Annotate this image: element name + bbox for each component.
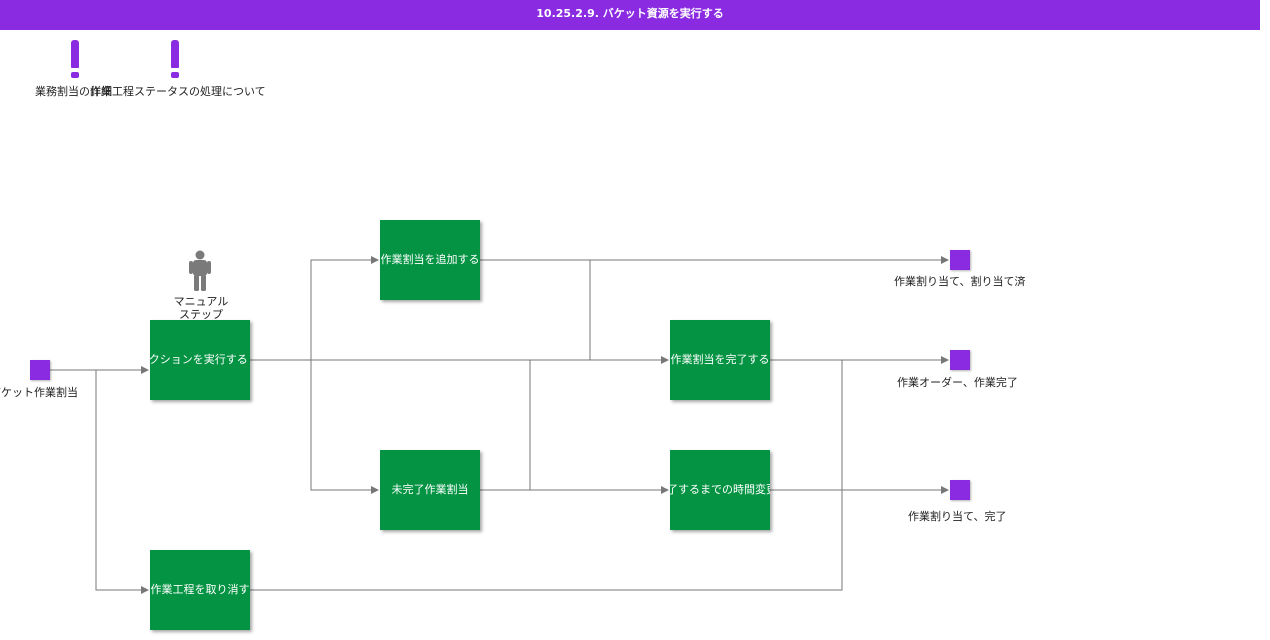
note-label-status-processing: 作業工程ステータスの処理について <box>90 85 266 98</box>
end-event-label: 作業オーダー、作業完了 <box>897 376 1018 389</box>
note-label-assignment-details: 業務割当の詳細 <box>35 85 112 98</box>
end-event-label: 作業割り当て、完了 <box>908 510 1007 523</box>
connector <box>529 360 669 494</box>
start-event[interactable] <box>30 360 50 380</box>
manual-step-label: マニュアル ステップ <box>173 295 229 321</box>
connector <box>250 360 843 591</box>
exclamation-icon[interactable] <box>168 40 182 80</box>
connector <box>95 370 149 594</box>
step-add-assignment[interactable]: 作業割当を追加する <box>380 220 480 300</box>
connector <box>250 256 379 361</box>
step-complete-assignment[interactable]: 作業割当を完了する <box>670 320 770 400</box>
person-icon <box>189 250 211 291</box>
step-execute-action[interactable]: アクションを実行する <box>150 320 250 400</box>
start-event-label: バケット作業割当 <box>0 386 78 399</box>
step-time-until-complete[interactable]: 完了するまでの時間変更 <box>670 450 770 530</box>
end-event-order-complete[interactable] <box>950 350 970 370</box>
step-incomplete-assignment[interactable]: 未完了作業割当 <box>380 450 480 530</box>
end-event-assigned[interactable] <box>950 250 970 270</box>
step-cancel-operation[interactable]: 作業工程を取り消す <box>150 550 250 630</box>
page-title: 10.25.2.9. バケット資源を実行する <box>0 0 1260 30</box>
connector <box>310 360 379 494</box>
exclamation-icon[interactable] <box>68 40 82 80</box>
end-event-label: 作業割り当て、割り当て済 <box>894 275 1026 288</box>
end-event-assignment-complete[interactable] <box>950 480 970 500</box>
